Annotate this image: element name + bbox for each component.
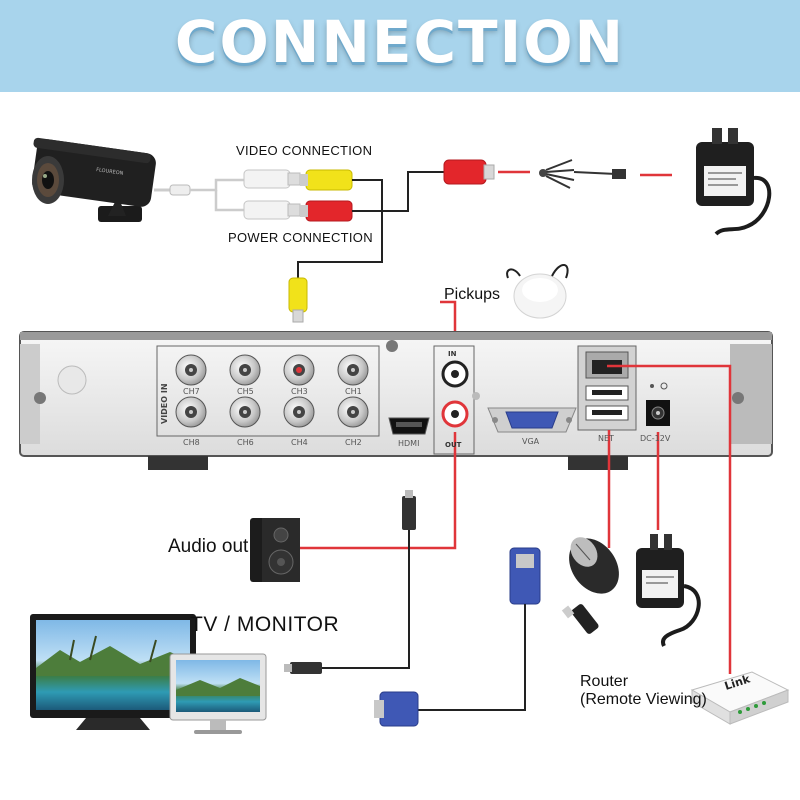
ch3-label: CH3 [291, 387, 308, 396]
bnc-ch1 [337, 354, 369, 386]
power-splitter [539, 159, 626, 189]
net-router-wire [607, 364, 732, 674]
speaker [250, 518, 300, 582]
red-dc-plug [443, 159, 495, 185]
white-bnc-plug [243, 169, 301, 189]
title-banner [0, 0, 800, 92]
video-in-label: VIDEO IN [160, 383, 169, 424]
ch4-label: CH4 [291, 438, 308, 447]
page-title: CONNECTION [174, 8, 626, 76]
net-label: NET [598, 434, 614, 443]
hdmi-label: HDMI [398, 439, 420, 448]
yellow-video-plug [300, 169, 353, 191]
dc-12v-label: DC-12V [640, 434, 671, 443]
microphone-pickup [506, 264, 569, 319]
power-cable [352, 171, 444, 212]
ch8-label: CH8 [183, 438, 200, 447]
yellow-plug-ch3 [288, 277, 308, 323]
usb-mouse [569, 537, 619, 594]
ch5-label: CH5 [237, 387, 254, 396]
ch1-label: CH1 [345, 387, 362, 396]
power-adapter-top [696, 128, 772, 236]
ch7-label: CH7 [183, 387, 200, 396]
small-monitor [169, 653, 267, 734]
router [690, 671, 790, 725]
bnc-ch6 [229, 396, 261, 428]
pickups-label: Pickups [444, 286, 501, 303]
bnc-ch7 [175, 354, 207, 386]
ch6-label: CH6 [237, 438, 254, 447]
audio-out-wire [298, 432, 457, 550]
audio-out-jack [441, 400, 469, 428]
ch2-label: CH2 [345, 438, 362, 447]
audio-in-label: IN [448, 350, 457, 358]
audio-out-label: Audio out [168, 536, 249, 557]
vga-port [487, 407, 577, 433]
net-usb-block [577, 345, 637, 431]
bnc-ch4 [283, 396, 315, 428]
bnc-ch5 [229, 354, 261, 386]
router-label: Router [580, 673, 629, 690]
dc-power-jack [646, 382, 670, 426]
bnc-ch3 [283, 354, 315, 386]
bnc-ch8 [175, 396, 207, 428]
bullet-camera [32, 137, 156, 222]
vga-cable [374, 547, 541, 727]
vga-label: VGA [522, 437, 540, 446]
bnc-ch2 [337, 396, 369, 428]
audio-in-jack [441, 360, 469, 388]
video-connection-label: VIDEO CONNECTION [236, 143, 373, 158]
power-adapter-bottom [636, 534, 701, 647]
red-power-plug [300, 200, 353, 222]
hdmi-cable [284, 490, 416, 674]
camera-brand-label: FLOUREON [96, 167, 124, 177]
white-power-plug [243, 200, 301, 220]
router-subtitle-label: (Remote Viewing) [580, 691, 707, 708]
tv-monitor [30, 614, 196, 730]
usb-dongle [561, 604, 599, 634]
hdmi-port [388, 417, 430, 435]
connection-diagram: FLOUREON [19, 128, 790, 734]
video-cable [352, 179, 383, 200]
power-connection-label: POWER CONNECTION [228, 230, 373, 245]
audio-out-port-label: OUT [445, 441, 462, 449]
tv-monitor-label: TV / MONITOR [190, 613, 340, 636]
video-in-frame [156, 345, 380, 437]
